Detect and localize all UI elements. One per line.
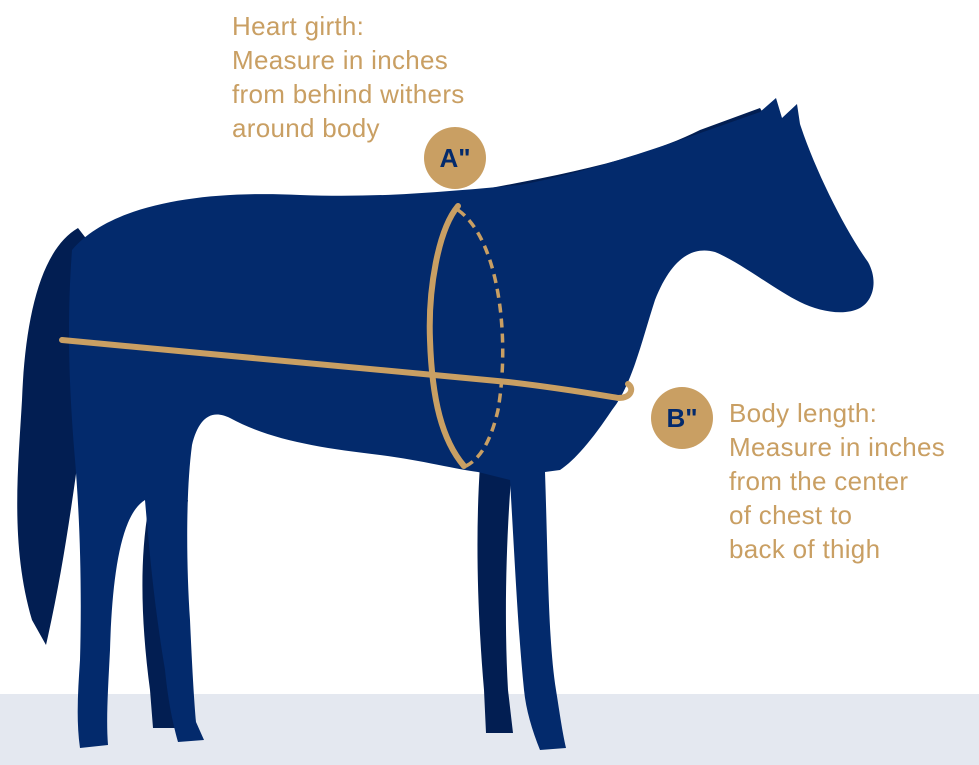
body-length-text-line: Measure in inches (729, 430, 945, 464)
far-front-leg (477, 465, 513, 733)
body-length-text-line: back of thigh (729, 532, 945, 566)
heart-girth-text-line: from behind withers (232, 77, 465, 111)
marker-a-badge: A" (424, 127, 486, 189)
body-length-annotation: Body length: Measure in inches from the … (729, 396, 945, 566)
heart-girth-annotation: Heart girth: Measure in inches from behi… (232, 9, 465, 145)
heart-girth-text-line: Measure in inches (232, 43, 465, 77)
heart-girth-title: Heart girth: (232, 9, 465, 43)
body-length-text-line: of chest to (729, 498, 945, 532)
body-length-title: Body length: (729, 396, 945, 430)
body-length-text-line: from the center (729, 464, 945, 498)
marker-b-badge: B" (651, 387, 713, 449)
